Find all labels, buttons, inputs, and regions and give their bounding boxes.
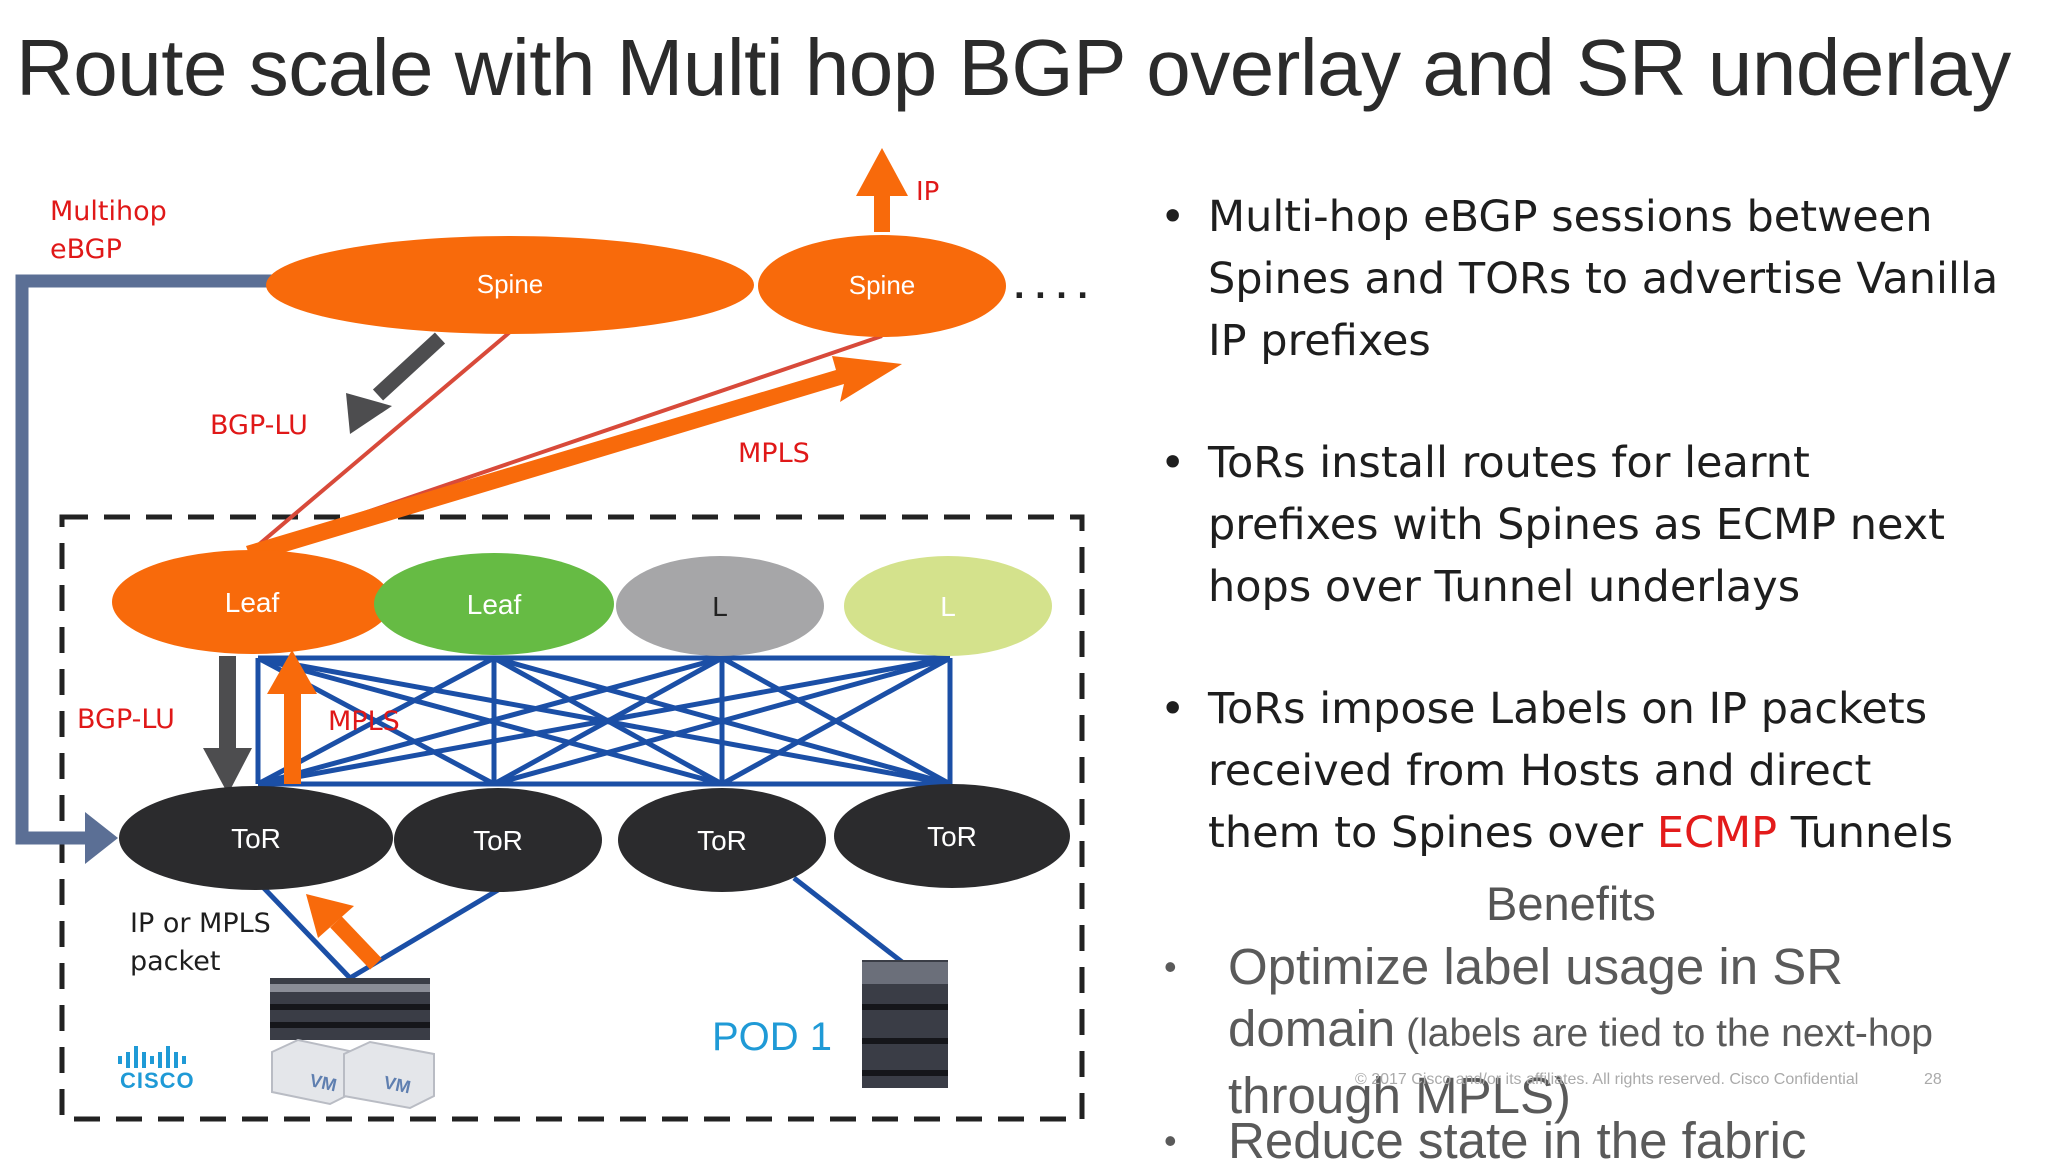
benefit-item: • Optimize label usage in SR domain (lab… [1160, 936, 1933, 1127]
bullet-line: IP prefixes [1208, 316, 1431, 366]
tor-4-label: ToR [927, 821, 977, 852]
pod-boundary [59, 514, 1085, 1122]
bullet-item: • ToRs install routes for learnt prefixe… [1160, 432, 1945, 618]
bgp-lu-left-label: BGP-LU [77, 704, 175, 735]
mpls-up-arrow [246, 356, 902, 562]
bullet-dot: • [1160, 684, 1186, 734]
benefit-dot: • [1164, 946, 1177, 987]
tor-2-label: ToR [473, 825, 523, 856]
leaf-4[interactable] [844, 556, 1052, 656]
host-mpls-arrow-shaft [330, 916, 382, 970]
mpls-tor-arrow-shaft [284, 688, 301, 784]
bgp-lu-top-label: BGP-LU [210, 410, 308, 441]
vm-icon: VM [343, 1040, 435, 1110]
multihop-ebgp-line [15, 274, 272, 845]
packet-label-line2: packet [130, 946, 220, 977]
tor-1[interactable] [119, 786, 393, 890]
svg-text:CISCO: CISCO [120, 1068, 195, 1093]
host-link-2 [792, 876, 904, 964]
benefit-line: domain (labels are tied to the next-hop [1228, 1000, 1933, 1057]
page-number: 28 [1924, 1071, 1942, 1088]
cisco-logo: CISCO [118, 1046, 195, 1093]
benefits-title: Benefits [1486, 877, 1656, 930]
bullet-line: Spines and TORs to advertise Vanilla [1208, 254, 1999, 304]
ip-arrowhead [856, 148, 908, 196]
host-link-1a [258, 882, 352, 980]
bullet-line: ToRs impose Labels on IP packets [1208, 684, 1928, 734]
bullet-line: them to Spines over ECMP Tunnels [1208, 808, 1954, 858]
mpls-top-label: MPLS [738, 438, 810, 469]
tor-1-label: ToR [231, 823, 281, 854]
tor-3[interactable] [618, 788, 826, 892]
bgp-lu-tor-arrow-shaft [219, 656, 236, 756]
leaf-3-label: L [712, 591, 728, 622]
multihop-arrowhead [85, 812, 118, 864]
leaf-2-label: Leaf [467, 589, 522, 620]
network-diagram: Spine Spine . . . . Leaf Leaf L L ToR To… [15, 148, 1088, 1122]
server-host-2[interactable] [862, 960, 948, 1088]
spine-2[interactable] [758, 235, 1006, 337]
bullet-line: ToRs install routes for learnt [1208, 438, 1810, 488]
leaf-1-label: Leaf [225, 587, 280, 618]
ecmp-highlight: ECMP [1656, 808, 1778, 858]
server-host-1[interactable] [270, 978, 430, 1040]
bgp-lu-tor-arrowhead [203, 748, 252, 794]
spine-2-label: Spine [849, 270, 916, 300]
vm-icon: VM [271, 1038, 355, 1106]
leaf-4-label: L [940, 591, 956, 622]
leaf-tor-mesh [255, 655, 953, 787]
benefit-item: • Reduce state in the fabric [1160, 1110, 1806, 1172]
packet-label-line1: IP or MPLS [130, 908, 271, 939]
benefit-line: through MPLS) [1228, 1067, 1572, 1124]
slide-title: Route scale with Multi hop BGP overlay a… [16, 23, 2011, 112]
bullet-item: • ToRs impose Labels on IP packets recei… [1160, 678, 1953, 864]
host-mpls-arrowhead [306, 894, 354, 938]
mpls-left-label: MPLS [328, 706, 400, 737]
bgp-lu-line-spine1 [248, 330, 512, 554]
benefit-dot: • [1164, 1120, 1177, 1161]
bullet-line: received from Hosts and direct [1208, 746, 1872, 796]
ip-arrow-label: IP [916, 177, 939, 207]
pod-label: POD 1 [712, 1015, 832, 1059]
bullet-line: hops over Tunnel underlays [1208, 562, 1801, 612]
footer-copyright: © 2017 Cisco and/or its affiliates. All … [1355, 1071, 1859, 1088]
ip-arrow-shaft [874, 190, 890, 232]
bullet-line: Multi-hop eBGP sessions between [1208, 192, 1933, 242]
mpls-tor-arrowhead [267, 650, 317, 694]
leaf-3[interactable] [616, 556, 824, 656]
benefit-line: Optimize label usage in SR [1228, 938, 1844, 995]
bgp-lu-down-arrowhead [346, 393, 392, 434]
spine-1[interactable] [266, 236, 754, 334]
tor-3-label: ToR [697, 825, 747, 856]
benefit-line: Reduce state in the fabric [1228, 1112, 1807, 1169]
spine-1-label: Spine [477, 269, 544, 299]
bullet-item: • Multi-hop eBGP sessions between Spines… [1160, 186, 1998, 372]
bullet-dot: • [1160, 438, 1186, 488]
tor-4[interactable] [834, 784, 1070, 888]
spine-continuation: . . . . [1014, 265, 1088, 307]
multihop-label-line1: Multihop [50, 196, 167, 227]
bullet-line: prefixes with Spines as ECMP next [1208, 500, 1946, 550]
multihop-label-line2: eBGP [50, 234, 122, 265]
bgp-lu-down-arrow-shaft [372, 332, 446, 401]
leaf-1[interactable] [112, 550, 392, 654]
bullet-dot: • [1160, 192, 1186, 242]
tor-2[interactable] [394, 788, 602, 892]
leaf-2[interactable] [374, 553, 614, 655]
